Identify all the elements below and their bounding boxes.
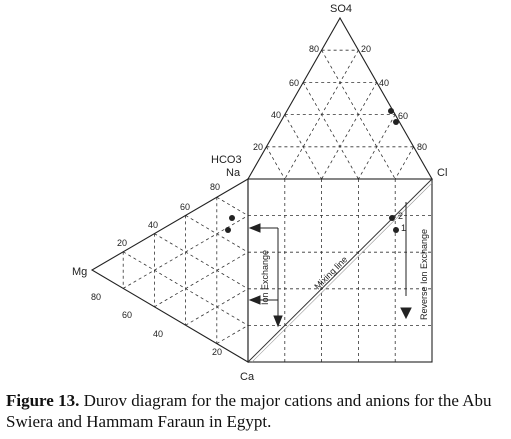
figure-caption: Figure 13. Durov diagram for the major c… bbox=[6, 390, 506, 432]
tick-label: 40 bbox=[148, 220, 158, 230]
grid-line bbox=[122, 251, 249, 326]
label-na: Na bbox=[226, 167, 241, 179]
sample-label: 2 bbox=[398, 211, 403, 221]
grid-line bbox=[302, 82, 359, 180]
reverse-ion-exchange-label: Reverse Ion Exchange bbox=[419, 229, 429, 320]
mixing-line bbox=[247, 178, 433, 363]
cation-triangle bbox=[90, 178, 249, 363]
grid-line bbox=[266, 146, 286, 180]
label-mg: Mg bbox=[72, 266, 87, 278]
mixing-line-shadow bbox=[251, 182, 433, 363]
grid-line bbox=[321, 50, 396, 180]
sample-point bbox=[388, 108, 394, 114]
tick-label: 60 bbox=[398, 111, 408, 121]
label-ca: Ca bbox=[240, 371, 255, 383]
sample-label: 1 bbox=[401, 223, 406, 233]
tick-label: 40 bbox=[379, 78, 389, 88]
sample-point bbox=[389, 215, 395, 221]
tick-label: 80 bbox=[309, 44, 319, 54]
durov-diagram: SO4 Cl Ca Mg HCO3 Na 80 60 40 20 20 40 6… bbox=[72, 3, 447, 383]
tick-label: 40 bbox=[153, 329, 163, 339]
grid-line bbox=[154, 233, 249, 290]
sample-point bbox=[393, 119, 399, 125]
tick-label: 60 bbox=[122, 310, 132, 320]
sample-point bbox=[229, 215, 235, 221]
sample-point bbox=[393, 227, 399, 233]
tick-label: 20 bbox=[117, 238, 127, 248]
label-cl: Cl bbox=[437, 167, 447, 179]
anion-triangle bbox=[247, 16, 433, 180]
mixing-line-label: Mixing line bbox=[312, 254, 349, 291]
ternary-grid bbox=[122, 49, 414, 344]
sample-point bbox=[225, 227, 231, 233]
tick-label: 80 bbox=[417, 142, 427, 152]
sample-points bbox=[225, 108, 399, 233]
grid-line bbox=[394, 146, 414, 180]
tick-label: 20 bbox=[253, 142, 263, 152]
label-hco3: HCO3 bbox=[211, 154, 242, 166]
tick-label: 60 bbox=[289, 78, 299, 88]
tick-label: 60 bbox=[180, 202, 190, 212]
grid-line bbox=[216, 325, 249, 344]
grid-line bbox=[284, 50, 359, 180]
grid-line bbox=[154, 251, 249, 308]
grid-line bbox=[216, 196, 249, 216]
grid-line bbox=[321, 82, 378, 180]
diagram-outlines bbox=[90, 16, 433, 363]
ion-exchange-arrows bbox=[248, 202, 412, 328]
caption-label: Figure 13. bbox=[6, 391, 80, 410]
durov-diagram-svg: SO4 Cl Ca Mg HCO3 Na 80 60 40 20 20 40 6… bbox=[72, 3, 447, 383]
tick-label: 80 bbox=[210, 182, 220, 192]
tick-label: 20 bbox=[361, 44, 371, 54]
plot-square bbox=[247, 178, 433, 363]
tick-label: 40 bbox=[271, 110, 281, 120]
label-so4: SO4 bbox=[330, 3, 352, 15]
tick-label: 20 bbox=[212, 347, 222, 357]
tick-label: 80 bbox=[91, 292, 101, 302]
caption-text: Durov diagram for the major cations and … bbox=[6, 391, 492, 431]
ion-exchange-label: Ion Exchange bbox=[260, 250, 270, 305]
